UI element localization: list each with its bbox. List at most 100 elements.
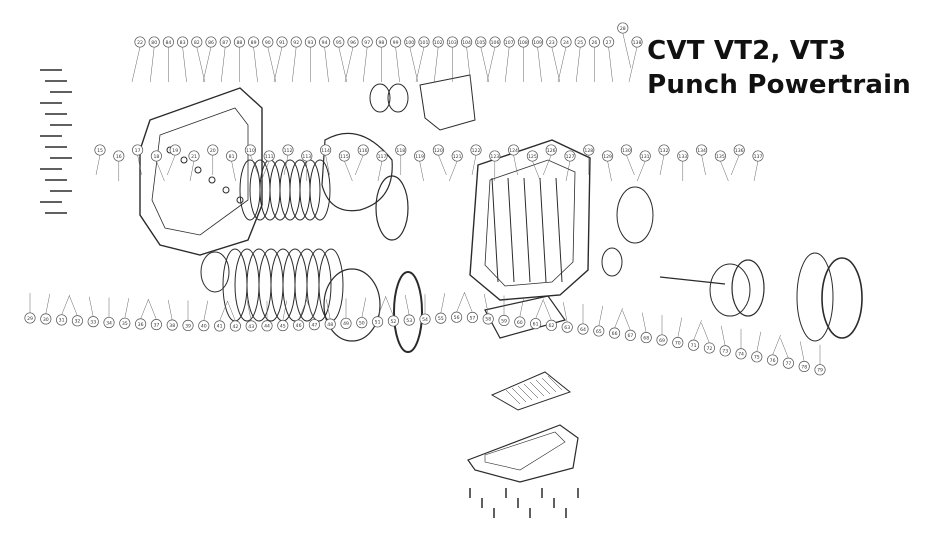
callout-number: 119 xyxy=(415,154,424,160)
leader-line xyxy=(324,46,329,83)
callout-circle xyxy=(333,36,345,48)
callout-circle xyxy=(182,319,194,332)
leader-line xyxy=(419,160,424,182)
leader-line xyxy=(220,46,226,83)
filter-mesh xyxy=(517,385,533,401)
callout-51: 51 xyxy=(372,316,384,328)
callout-number: 51 xyxy=(375,320,381,326)
callout-number: 104 xyxy=(462,40,471,46)
callout-number: 115 xyxy=(340,154,349,160)
parts-group xyxy=(40,69,863,518)
callout-113: 113 xyxy=(301,150,313,162)
housing-bolt-hole xyxy=(222,186,230,194)
callout-86: 86 xyxy=(205,36,217,48)
callout-circle xyxy=(530,318,542,330)
callout-circle xyxy=(390,36,402,48)
callout-number: 98 xyxy=(378,40,384,46)
callout-circle xyxy=(475,36,487,48)
callout-number: 43 xyxy=(248,324,254,330)
callout-45: 45 xyxy=(277,319,289,332)
callout-circle xyxy=(134,36,146,48)
leader-line xyxy=(799,341,805,362)
callout-circle xyxy=(119,317,131,329)
callout-103: 103 xyxy=(446,36,458,48)
callout-number: 75 xyxy=(754,355,760,361)
callout-circle xyxy=(798,360,810,373)
callout-circle xyxy=(113,150,125,162)
leader-line xyxy=(338,46,348,83)
callout-number: 87 xyxy=(222,40,228,46)
callout-89: 89 xyxy=(248,36,260,48)
callout-number: 54 xyxy=(422,317,428,323)
callout-number: 68 xyxy=(643,335,649,341)
callout-99: 99 xyxy=(390,36,402,48)
filter-mesh xyxy=(511,387,527,403)
left-housing xyxy=(139,87,263,256)
leader-line xyxy=(273,46,283,83)
leader-line xyxy=(140,298,149,320)
callout-circle xyxy=(577,323,589,335)
callout-circle xyxy=(602,150,614,162)
leader-line xyxy=(189,160,195,182)
callout-20: 20 xyxy=(207,144,219,156)
callout-56: 56 xyxy=(451,311,463,323)
callout-number: 96 xyxy=(350,40,356,46)
callout-circle xyxy=(814,364,826,376)
callout-72: 72 xyxy=(703,342,715,354)
callout-number: 123 xyxy=(490,154,499,160)
callout-circle xyxy=(514,316,526,328)
callout-106: 106 xyxy=(489,36,501,48)
callout-number: 74 xyxy=(738,352,744,358)
callout-102: 102 xyxy=(432,36,444,48)
oil-pan xyxy=(467,424,579,483)
callout-79: 79 xyxy=(814,364,826,376)
callout-circle xyxy=(301,150,313,162)
callout-119: 119 xyxy=(414,150,426,162)
callout-46: 46 xyxy=(293,319,305,331)
leader-line xyxy=(466,46,471,83)
callout-circle xyxy=(375,36,387,48)
callout-number: 95 xyxy=(336,40,342,46)
callout-91: 91 xyxy=(276,36,288,48)
callout-circle xyxy=(735,348,747,360)
callout-number: 23 xyxy=(549,40,555,46)
filter-mesh xyxy=(523,383,539,399)
callout-circle xyxy=(395,144,407,156)
callout-circle xyxy=(451,150,463,162)
oil-pan-inner xyxy=(484,431,566,471)
callout-number: 53 xyxy=(406,318,412,324)
callout-84: 84 xyxy=(162,36,174,48)
leader-line xyxy=(622,310,631,331)
callout-15: 15 xyxy=(94,144,106,156)
callout-88: 88 xyxy=(233,36,245,48)
callout-69: 69 xyxy=(656,334,668,346)
callout-26: 26 xyxy=(588,36,600,48)
callout-circle xyxy=(372,316,384,328)
callout-107: 107 xyxy=(503,36,515,48)
callout-number: 120 xyxy=(434,148,443,154)
callout-83: 83 xyxy=(177,36,189,48)
callout-number: 103 xyxy=(448,40,457,46)
leader-line xyxy=(202,46,212,83)
callout-circle xyxy=(169,144,181,156)
callout-circle xyxy=(276,36,288,48)
callout-63: 63 xyxy=(561,321,573,333)
case-rib xyxy=(507,177,515,283)
callout-31: 31 xyxy=(56,314,68,326)
callout-number: 121 xyxy=(453,154,462,160)
title-line-2: Punch Powertrain xyxy=(647,70,911,100)
callout-circle xyxy=(87,316,99,328)
callout-circle xyxy=(672,337,684,349)
callout-61: 61 xyxy=(530,318,542,330)
callout-82: 82 xyxy=(191,36,203,48)
callout-number: 76 xyxy=(770,358,776,364)
callout-number: 116 xyxy=(359,148,368,154)
callout-circle xyxy=(583,144,595,156)
callout-circle xyxy=(347,36,359,48)
leader-line xyxy=(260,160,270,182)
callout-number: 124 xyxy=(509,148,518,154)
callout-number: 44 xyxy=(264,324,270,330)
callout-number: 57 xyxy=(469,315,475,321)
callout-number: 71 xyxy=(691,343,697,349)
callout-circle xyxy=(277,319,289,332)
